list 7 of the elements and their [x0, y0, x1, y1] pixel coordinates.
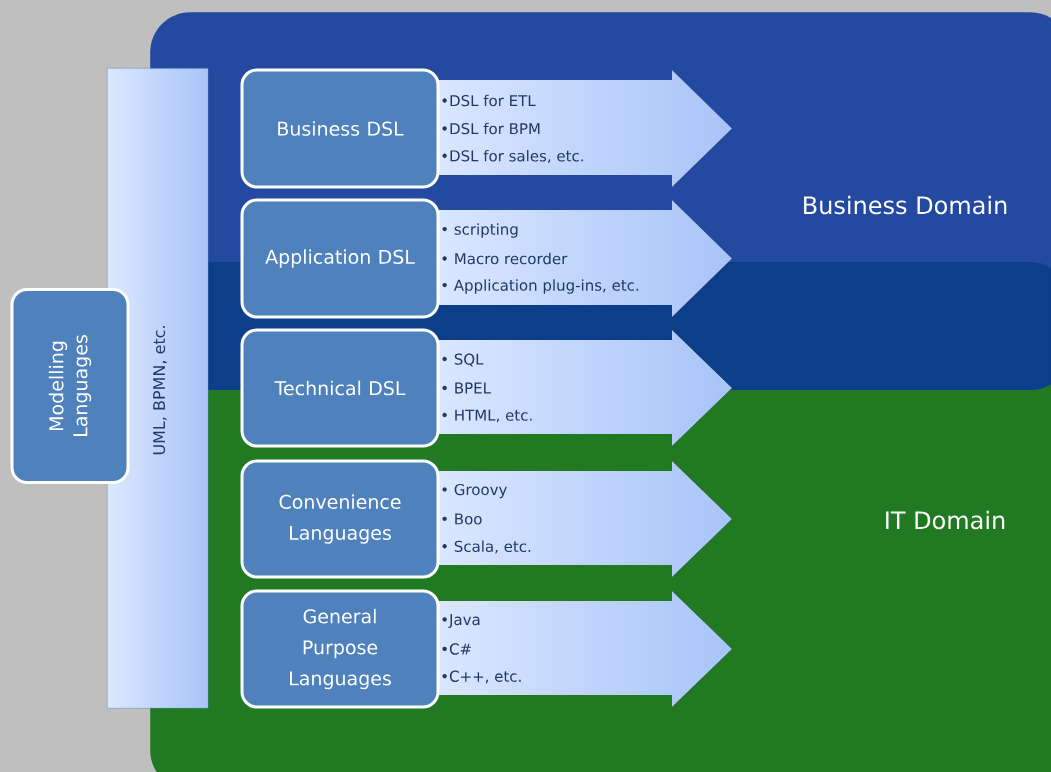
category-box: General Purpose Languages — [240, 589, 440, 709]
category-box: Technical DSL — [240, 328, 440, 448]
vertical-bar: UML, BPMN, etc. — [107, 68, 209, 709]
category-box: Convenience Languages — [240, 459, 440, 579]
category-box: Business DSL — [240, 68, 440, 189]
category-box: Modelling Languages — [10, 288, 130, 484]
category-box: Application DSL — [240, 198, 440, 319]
